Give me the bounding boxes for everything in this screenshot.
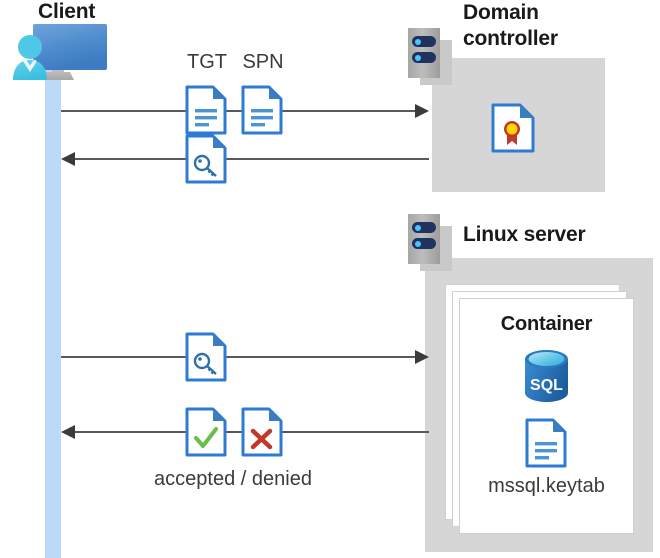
flow-client-to-linux [61,348,429,366]
denied-document-icon [241,407,283,457]
keytab-document-icon [525,418,567,468]
domain-controller-server-rack-icon [408,28,452,85]
container-card-front [459,298,634,534]
spn-document-icon [241,85,283,135]
domain-controller-title: Domain controller [463,0,653,52]
container-title: Container [500,313,593,335]
linux-server-rack-icon [408,214,452,271]
flow-dc-to-client [61,150,429,168]
domain-controller-title-line1: Domain [463,1,539,24]
ticket-key-document-icon-top [185,134,227,184]
linux-server-title: Linux server [463,223,586,246]
tgt-label: TGT [187,51,227,73]
ticket-key-document-icon-bottom [185,332,227,382]
arrow-head-right-1 [415,104,429,118]
arrow-head-right-2 [415,350,429,364]
result-label: accepted / denied [154,468,312,490]
svg-text:SQL: SQL [530,377,563,394]
accepted-document-icon [185,407,227,457]
flow-client-to-dc [61,102,429,120]
domain-controller-title-line2: controller [463,27,558,50]
certificate-document-icon [491,103,535,153]
sql-database-icon: SQL [522,348,571,404]
spn-label: SPN [242,51,284,73]
client-title: Client [38,0,96,23]
keytab-label: mssql.keytab [488,475,605,497]
arrow-head-left-2 [61,425,75,439]
arrow-head-left-1 [61,152,75,166]
tgt-document-icon [185,85,227,135]
client-user-monitor-icon [8,22,112,86]
client-lifeline [45,70,61,558]
